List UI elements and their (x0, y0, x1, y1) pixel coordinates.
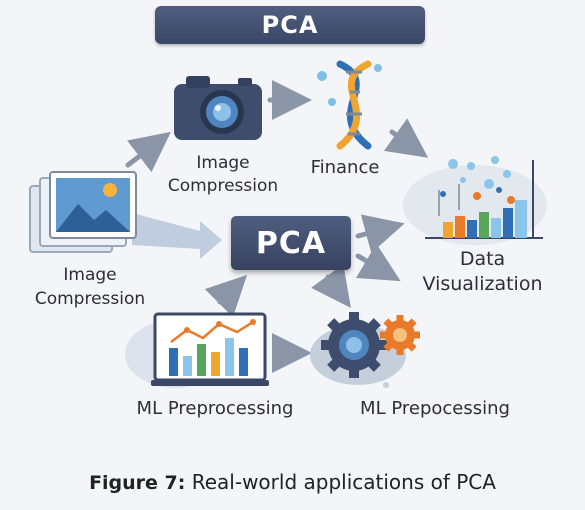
caption-figure-number: Figure 7: (89, 472, 186, 494)
label-line: Data (459, 248, 506, 270)
arrow-pca-to-gears (311, 263, 351, 309)
arrow-photo-to-pca (132, 213, 222, 259)
monitor-chart-icon (125, 312, 269, 388)
gears-icon (310, 312, 420, 388)
label-data-visualization: Data Visualization (395, 247, 570, 297)
label-finance: Finance (310, 157, 380, 178)
label-ml-preprocessing: ML Preprocessing (136, 398, 294, 419)
caption-text: Real-world applications of PCA (185, 470, 496, 494)
label-line: Compression (34, 289, 146, 309)
label-line: Image (196, 153, 250, 173)
arrow-dna-to-dataviz (383, 118, 429, 158)
label-line: Image (63, 265, 117, 285)
label-image-compression-left: Image Compression (10, 263, 170, 311)
title-banner: PCA (155, 6, 425, 44)
label-ml-prepocessing: ML Prepocessing (360, 398, 510, 419)
arrow-monitor-to-pca (204, 274, 248, 318)
pca-center-box: PCA (231, 216, 351, 270)
label-image-compression-top: Image Compression (148, 152, 298, 198)
camera-icon (174, 76, 262, 140)
photo-stack-icon (29, 171, 137, 253)
label-line: Compression (167, 176, 279, 196)
arrow-pca-to-dataviz-upper (355, 214, 405, 254)
arrow-photo-to-camera (125, 131, 171, 173)
dna-icon (317, 60, 382, 150)
arrow-pca-to-dataviz-lower (355, 243, 401, 282)
chart-canvas-icon (403, 156, 547, 245)
label-line: Visualization (422, 273, 543, 295)
figure-caption: Figure 7: Real-world applications of PCA (0, 470, 585, 494)
